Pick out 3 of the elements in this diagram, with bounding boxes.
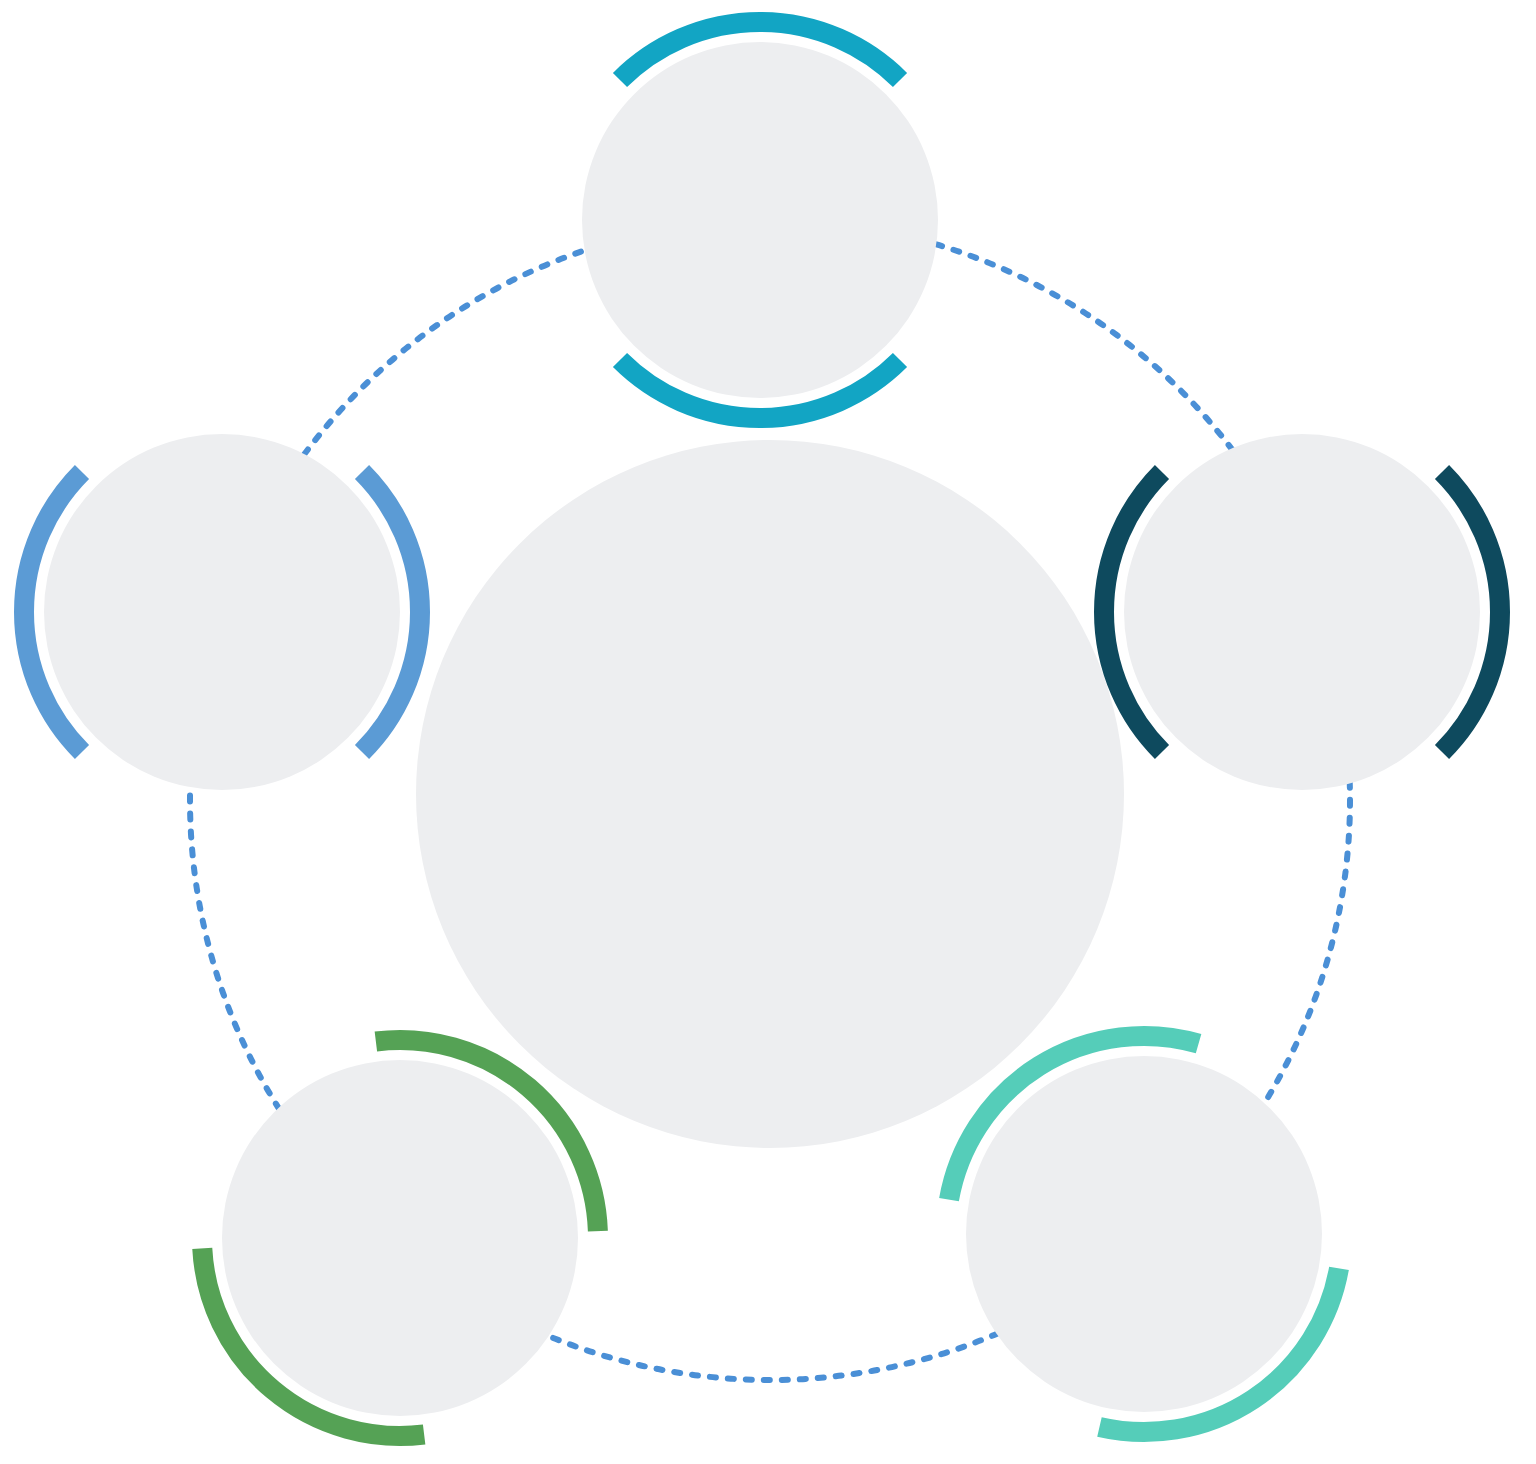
dotted-connector [933,241,1236,453]
dotted-connector [301,247,588,458]
dotted-connector [544,1330,1001,1383]
